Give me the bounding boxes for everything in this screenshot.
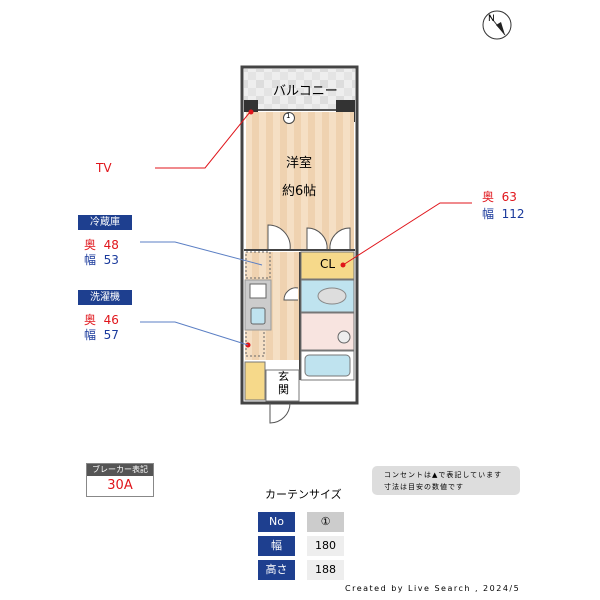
breaker-box: ブレーカー表記 30A [86,463,154,497]
entrance-label: 玄関 [278,370,289,396]
fridge-tag: 冷蔵庫 [78,215,132,230]
breaker-value: 30A [107,478,133,493]
washer-tag: 洗濯機 [78,290,132,305]
closet-depth-label: 奥 [482,190,495,204]
bathtub [304,354,351,377]
western-room-size: 約6帖 [282,184,317,199]
svg-text:N: N [488,14,495,24]
curtain-row-label: 幅 [258,536,295,556]
fridge-width: 53 [103,253,119,267]
note-line-2: 寸法は目安の数値です [384,483,464,491]
washer-depth-label: 奥 [84,313,97,327]
curtain-title: カーテンサイズ [265,488,342,501]
western-room [246,112,354,250]
tv-leader-line [155,111,251,169]
breaker-title: ブレーカー表記 [87,464,153,476]
fridge-depth-label: 奥 [84,238,97,252]
note-line-1: コンセントは▲で表記しています [384,471,503,479]
curtain-row-value: 180 [307,536,344,556]
fridge-width-label: 幅 [84,253,97,267]
washer-depth: 46 [103,313,119,327]
fridge-depth: 48 [103,238,119,252]
note-box: コンセントは▲で表記しています 寸法は目安の数値です [372,466,520,495]
closet-label: CL [320,257,336,271]
fridge-leader-line [140,241,263,266]
washer-width: 57 [103,328,119,342]
washer-leader-line [140,321,249,346]
closet-width-label: 幅 [482,207,495,221]
washer-width-label: 幅 [84,328,97,342]
curtain-row-label: 高さ [258,560,295,580]
credit: Created by Live Search , 2024/5 [345,584,521,593]
curtain-row-value: ① [307,512,344,532]
shoe-box [244,361,266,401]
tv-label: TV [96,161,112,175]
closet-depth: 63 [501,190,517,204]
curtain-marker: 1 [286,112,291,120]
closet-width: 112 [501,207,525,221]
compass-icon: N [482,10,512,40]
fridge-space [245,251,271,279]
curtain-row-value: 188 [307,560,344,580]
closet-leader-line [342,202,472,266]
curtain-table: No ① 幅 180 高さ 188 [258,512,344,580]
curtain-row-label: No [258,512,295,532]
balcony-label: バルコニー [273,84,338,99]
western-room-label: 洋室 [286,156,313,171]
